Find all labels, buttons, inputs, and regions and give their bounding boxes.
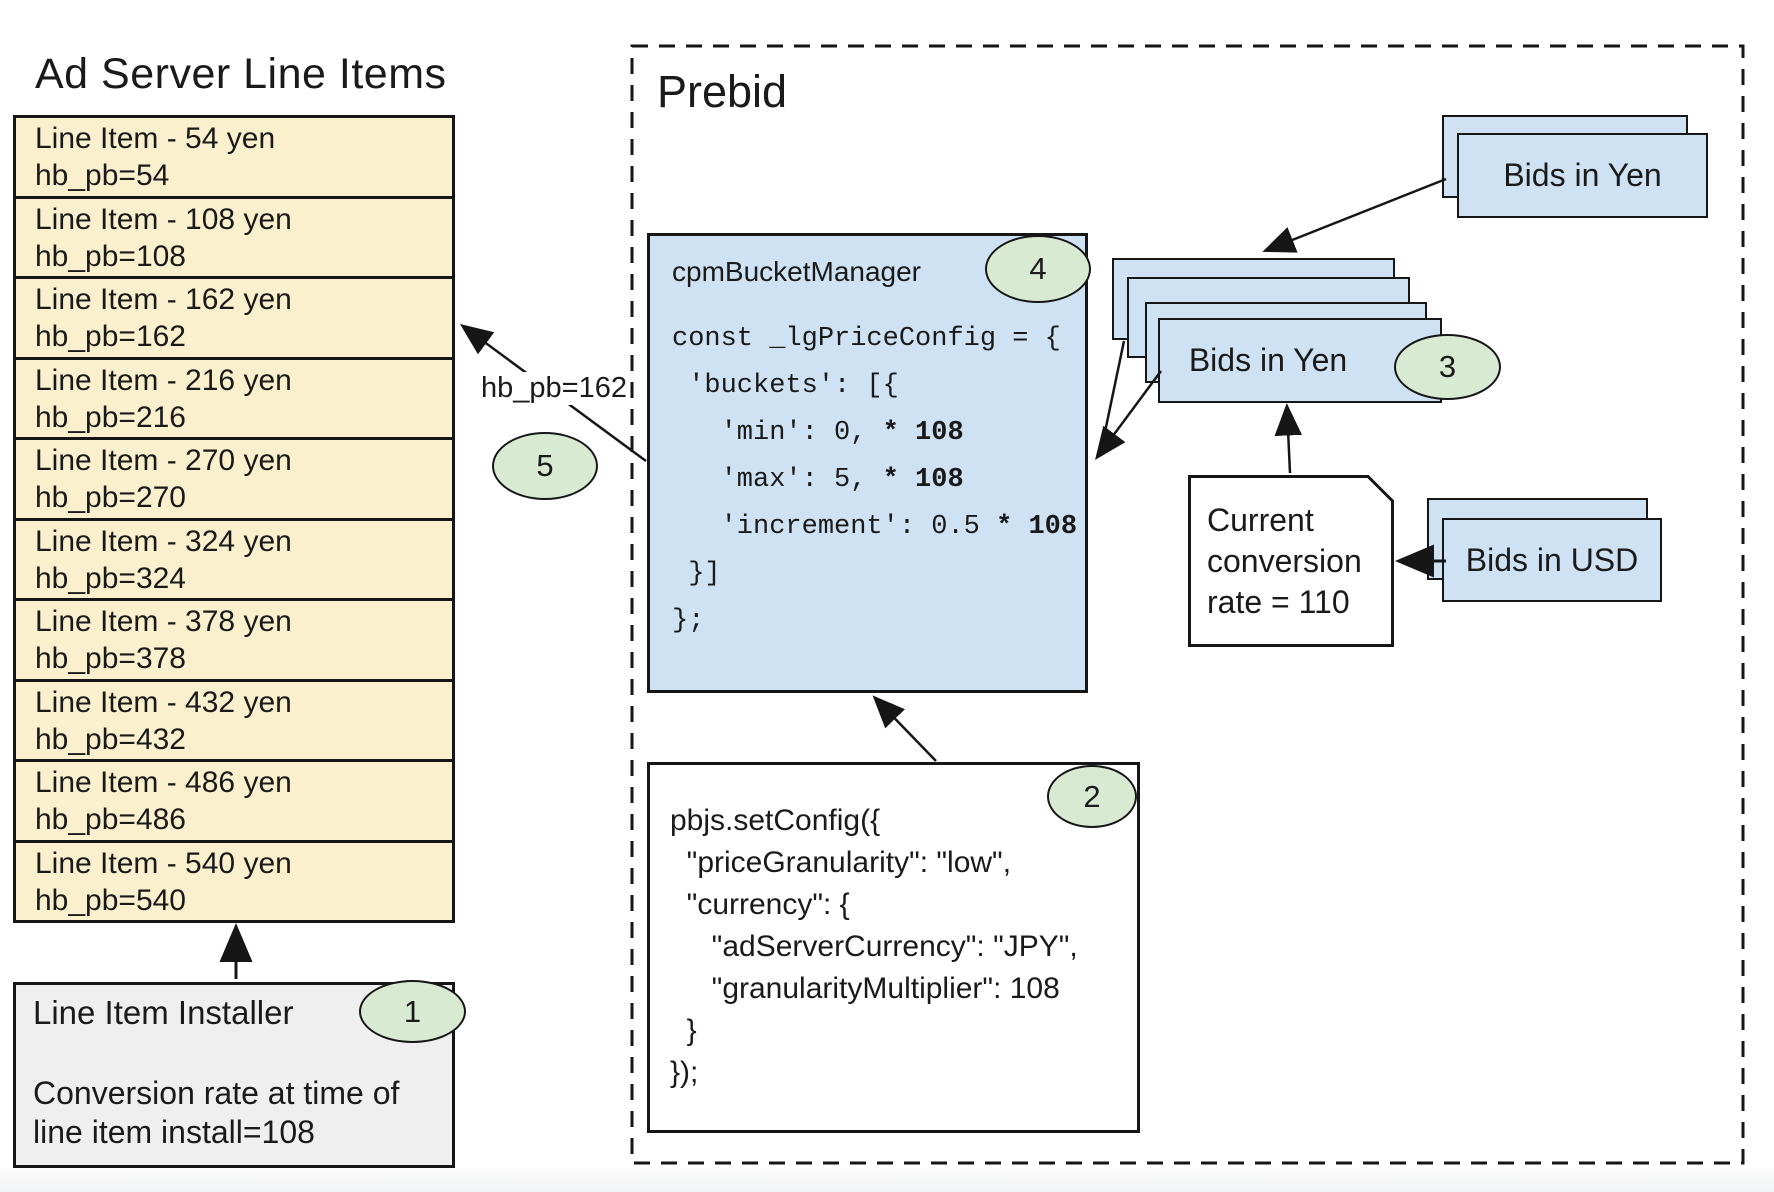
line-item-label: Line Item - 216 yen bbox=[35, 363, 292, 397]
page-edge-strip bbox=[0, 1168, 1774, 1192]
step-badge-3: 3 bbox=[1394, 334, 1501, 400]
line-item-row: Line Item - 54 yen hb_pb=54 bbox=[16, 118, 452, 196]
line-item-hb-pb-value: hb_pb=324 bbox=[35, 561, 186, 595]
hb-pb-arrow-label: hb_pb=162 bbox=[478, 372, 630, 405]
line-item-label: Line Item - 540 yen bbox=[35, 846, 292, 880]
text-line: Conversion rate at time of bbox=[33, 1075, 400, 1111]
ad-server-line-items-title: Ad Server Line Items bbox=[35, 50, 447, 98]
step-badge-1: 1 bbox=[359, 980, 466, 1043]
line-item-row: Line Item - 486 yen hb_pb=486 bbox=[16, 759, 452, 840]
line-item-hb-pb-value: hb_pb=540 bbox=[35, 883, 186, 917]
line-item-label: Line Item - 162 yen bbox=[35, 283, 292, 316]
line-item-label: Line Item - 378 yen bbox=[35, 605, 292, 638]
line-item-row: Line Item - 162 yen hb_pb=162 bbox=[16, 276, 452, 357]
line-item-label: Line Item - 54 yen bbox=[35, 122, 276, 155]
line-item-hb-pb-value: hb_pb=270 bbox=[35, 481, 186, 514]
text-line: line item install=108 bbox=[33, 1114, 315, 1150]
line-item-label: Line Item - 432 yen bbox=[35, 685, 292, 719]
conversion-note-text: Current conversion rate = 110 bbox=[1207, 500, 1362, 623]
line-item-label: Line Item - 324 yen bbox=[35, 524, 292, 558]
line-item-hb-pb-value: hb_pb=432 bbox=[35, 722, 186, 756]
step-badge-4: 4 bbox=[985, 235, 1091, 303]
text-line: conversion bbox=[1207, 543, 1362, 579]
line-item-label: Line Item - 270 yen bbox=[35, 444, 292, 477]
line-item-label: Line Item - 486 yen bbox=[35, 766, 292, 799]
text-line: rate = 110 bbox=[1207, 584, 1350, 620]
line-item-hb-pb-value: hb_pb=216 bbox=[35, 400, 186, 434]
line-item-installer-title: Line Item Installer bbox=[33, 994, 294, 1031]
step-badge-2: 2 bbox=[1047, 765, 1137, 828]
line-item-hb-pb-value: hb_pb=54 bbox=[35, 159, 170, 192]
line-item-row: Line Item - 270 yen hb_pb=270 bbox=[16, 437, 452, 518]
line-item-hb-pb-value: hb_pb=108 bbox=[35, 239, 186, 273]
line-item-hb-pb-value: hb_pb=486 bbox=[35, 803, 186, 836]
line-item-row: Line Item - 378 yen hb_pb=378 bbox=[16, 598, 452, 679]
line-item-hb-pb-value: hb_pb=378 bbox=[35, 642, 186, 675]
line-item-hb-pb-value: hb_pb=162 bbox=[35, 320, 186, 353]
step-badge-5: 5 bbox=[492, 432, 598, 500]
line-item-label: Line Item - 108 yen bbox=[35, 202, 292, 236]
text-line: Current bbox=[1207, 502, 1314, 538]
